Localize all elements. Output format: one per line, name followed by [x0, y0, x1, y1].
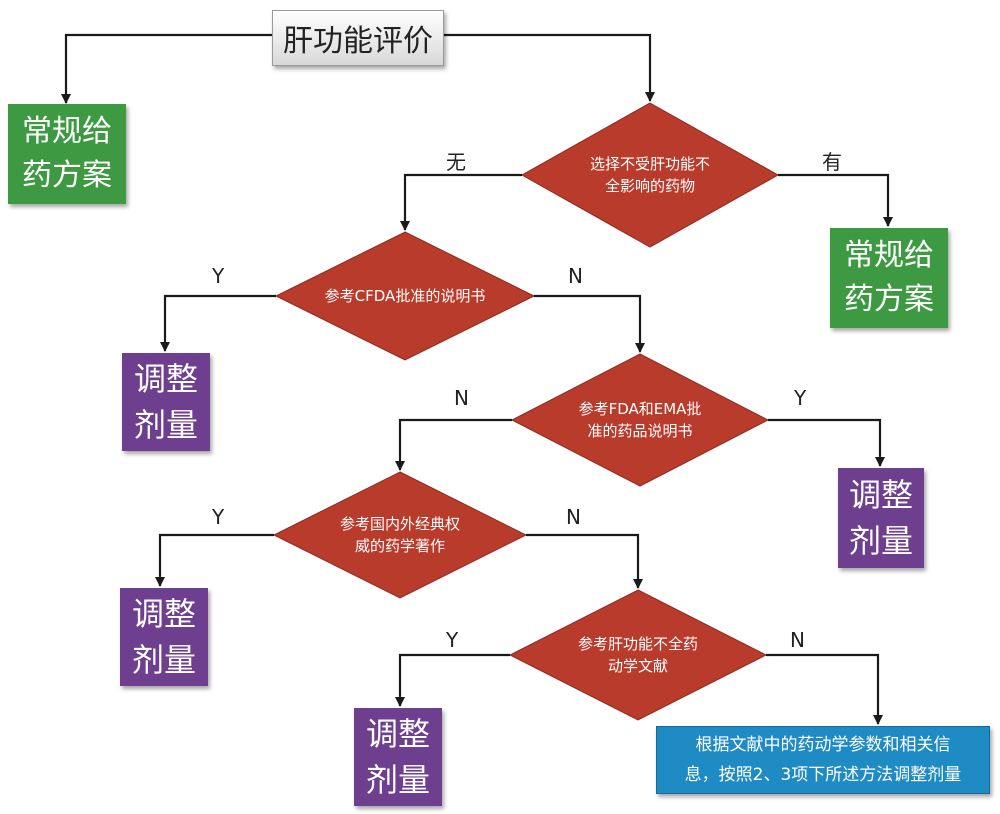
decision-4-label: 参考国内外经典权 威的药学著作: [339, 515, 460, 555]
decision-1: 选择不受肝功能不 全影响的药物: [552, 140, 748, 210]
adjust-dose-3-label: 调整 剂量: [131, 595, 196, 679]
branch-label-d1-left: 无: [446, 150, 466, 174]
connector-start-right: [444, 33, 655, 102]
branch-label-d3-left: N: [454, 386, 469, 410]
connector-d4-right: [526, 533, 643, 589]
decision-shape-4: [272, 471, 528, 599]
decision-4: 参考国内外经典权 威的药学著作: [302, 502, 498, 568]
branch-label-d5-right: N: [790, 628, 805, 652]
connector-d1-right: [778, 173, 893, 227]
decision-1-label: 选择不受肝功能不 全影响的药物: [589, 155, 710, 195]
adjust-dose-4: 调整 剂量: [354, 708, 442, 806]
connector-d2-right: [534, 294, 645, 353]
branch-label-d4-right: N: [566, 505, 581, 529]
connector-d2-left: [160, 294, 276, 352]
connector-d4-left: [155, 533, 274, 587]
standard-regimen-1-label: 常规给 药方案: [22, 114, 112, 193]
connector-start-left: [61, 33, 272, 104]
decision-3: 参考FDA和EMA批 准的药品说明书: [542, 386, 738, 454]
branch-label-d2-left: Y: [212, 264, 225, 288]
decision-3-label: 参考FDA和EMA批 准的药品说明书: [578, 400, 702, 440]
decision-2-label: 参考CFDA批准的说明书: [324, 287, 486, 305]
branch-label-d1-right: 有: [822, 150, 842, 174]
branch-label-d3-right: Y: [794, 386, 807, 410]
adjust-dose-2-label: 调整 剂量: [848, 476, 913, 560]
standard-regimen-1: 常规给 药方案: [8, 104, 126, 204]
connector-d5-left: [395, 653, 510, 707]
start-node: 肝功能评价: [272, 10, 444, 66]
connector-d5-right: [766, 653, 883, 725]
decision-5: 参考肝功能不全药 动学文献: [540, 622, 736, 688]
connector-d3-left: [395, 418, 512, 471]
adjust-dose-1-label: 调整 剂量: [133, 360, 198, 444]
decision-5-label: 参考肝功能不全药 动学文献: [577, 635, 698, 675]
final-adjust-box: 根据文献中的药动学参数和相关信 息，按照2、3项下所述方法调整剂量: [656, 726, 990, 794]
decision-shape-5: [508, 589, 768, 721]
start-node-label: 肝功能评价: [283, 24, 433, 59]
connector-d3-right: [768, 418, 885, 467]
adjust-dose-1: 调整 剂量: [122, 353, 210, 451]
decision-2: 参考CFDA批准的说明书: [300, 270, 510, 322]
final-adjust-label: 根据文献中的药动学参数和相关信 息，按照2、3项下所述方法调整剂量: [684, 735, 962, 785]
adjust-dose-4-label: 调整 剂量: [365, 715, 430, 799]
branch-label-d4-left: Y: [212, 505, 225, 529]
branch-label-d2-right: N: [568, 264, 583, 288]
decision-shape-2: [274, 231, 536, 361]
decision-shape-1: [520, 102, 780, 248]
branch-label-d5-left: Y: [446, 628, 459, 652]
connector-d1-left: [400, 173, 522, 231]
standard-regimen-2-label: 常规给 药方案: [844, 238, 934, 317]
standard-regimen-2: 常规给 药方案: [830, 228, 948, 328]
adjust-dose-2: 调整 剂量: [838, 468, 924, 568]
adjust-dose-3: 调整 剂量: [120, 588, 208, 686]
decision-shape-3: [510, 353, 770, 487]
